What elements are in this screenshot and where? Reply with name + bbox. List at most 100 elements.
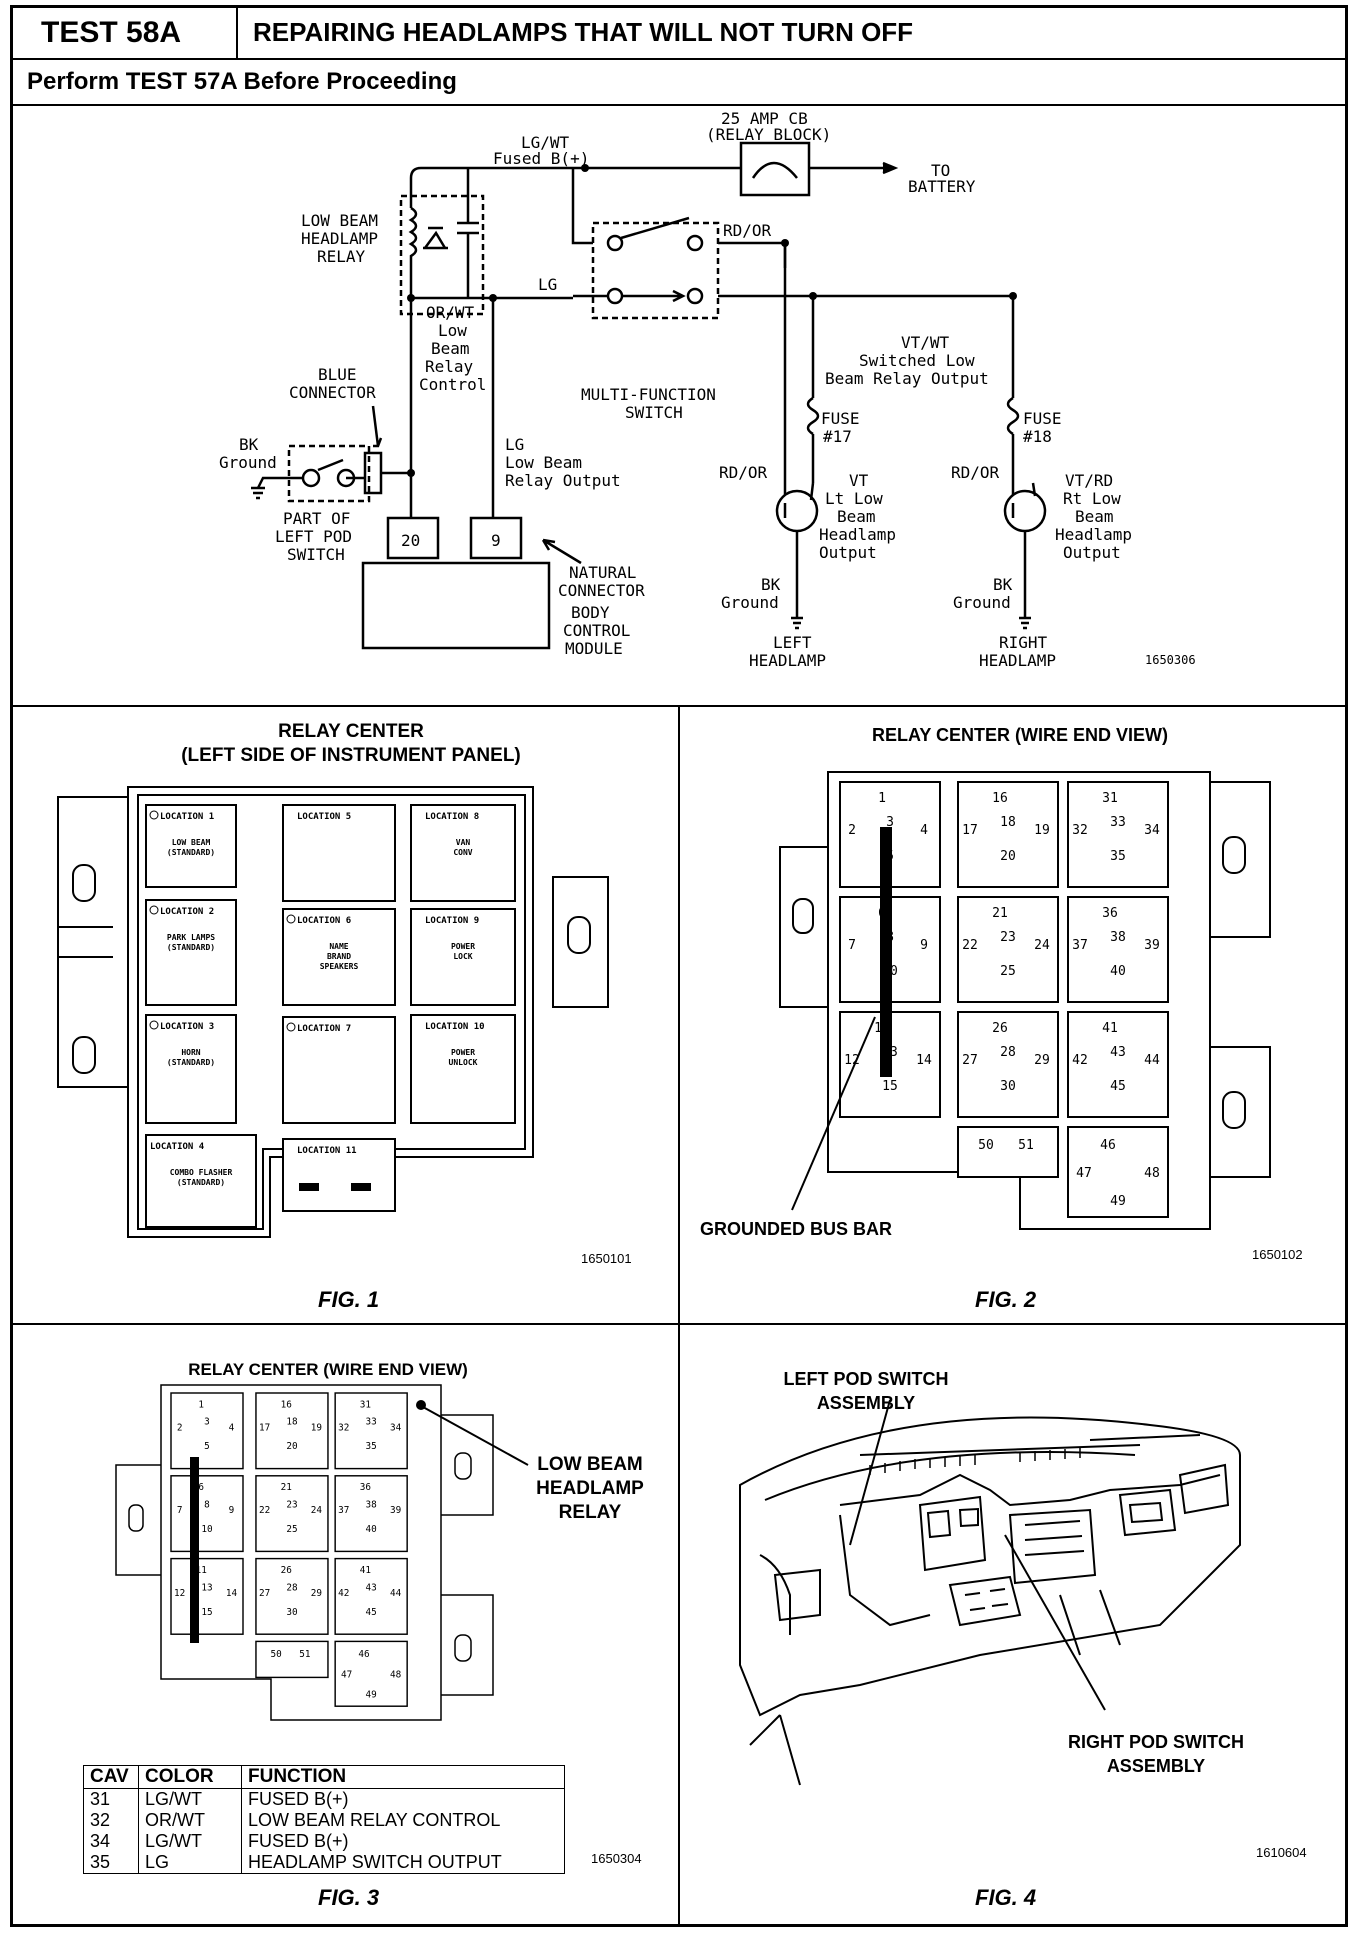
rt-output-5: Output (1063, 543, 1121, 562)
bk-ground-lh-2: Ground (721, 593, 779, 612)
fig3-pin-label: 21 (281, 1482, 292, 1493)
cb-label-2: (RELAY BLOCK) (706, 125, 831, 144)
lt-output-2: Lt Low (825, 489, 883, 508)
fig3-pin-label: 45 (366, 1607, 377, 1618)
fig2-label: FIG. 2 (975, 1287, 1037, 1312)
fig1-location-name: HORN (181, 1048, 200, 1057)
cavity-cell-cav: 32 (83, 1810, 139, 1831)
fig2-pin-label: 44 (1144, 1053, 1160, 1068)
fig2-relay-cell (1067, 1011, 1169, 1118)
fig3-pin-label: 38 (366, 1499, 378, 1510)
cavity-table-header: CAV COLOR FUNCTION (83, 1765, 565, 1789)
fig3-pin-label: 9 (229, 1505, 235, 1516)
cb-label-1: 25 AMP CB (721, 109, 808, 128)
fig3-pin-label: 15 (201, 1607, 212, 1618)
fig2-pin-label: 17 (962, 823, 978, 838)
fig4-label: FIG. 4 (975, 1885, 1037, 1910)
fig2-relay-cell (1067, 781, 1169, 888)
cavity-cell-color: LG/WT (138, 1831, 242, 1852)
fig1-ref: 1650101 (581, 1251, 632, 1266)
fig1-location-name: COMBO FLASHER (170, 1168, 233, 1177)
fig2-pin-label: 43 (1110, 1045, 1126, 1060)
fig3-pin-label: 29 (311, 1588, 322, 1599)
cavity-cell-color: OR/WT (138, 1810, 242, 1831)
relay-label-3: RELAY (317, 247, 366, 266)
fig1-panel: RELAY CENTER (LEFT SIDE OF INSTRUMENT PA… (13, 707, 678, 1323)
fig2-pin-label: 26 (992, 1021, 1008, 1036)
fig3-pin-label: 20 (286, 1441, 298, 1452)
fuse17-1: FUSE (821, 409, 860, 428)
fig3-pin-label: 26 (281, 1565, 293, 1576)
mfs-label-2: SWITCH (625, 403, 683, 422)
fig1-title-1: RELAY CENTER (278, 721, 424, 742)
fig1-slot (351, 1183, 371, 1191)
blue-connector-2: CONNECTOR (289, 383, 376, 402)
fig1-location-box (145, 1014, 237, 1124)
fig3-label: FIG. 3 (318, 1885, 380, 1910)
fig2-pin-label: 48 (1144, 1166, 1160, 1181)
fig3-pin-label: 50 (270, 1649, 282, 1660)
fig2-pin-label: 9 (920, 938, 928, 953)
fig2-relay-cell (1067, 896, 1169, 1003)
fig2-pin-label: 16 (992, 791, 1008, 806)
fig3-pin-label: 22 (259, 1505, 270, 1516)
fig1-location-name: POWER (451, 942, 475, 951)
fig1-location-label: LOCATION 8 (425, 812, 479, 822)
fig2-pin-label: 7 (848, 938, 856, 953)
fig2-pin-label: 42 (1072, 1053, 1088, 1068)
fig1-location-label: LOCATION 4 (150, 1142, 205, 1152)
fig3-callout-3: RELAY (558, 1502, 622, 1523)
fig1-location-name: (STANDARD) (167, 943, 215, 952)
fig3-pin-label: 34 (390, 1422, 402, 1433)
cavity-cell-function: FUSED B(+) (241, 1831, 565, 1852)
bcm-2: CONTROL (563, 621, 630, 640)
fig3-pin-label: 18 (286, 1417, 298, 1428)
fig1-location-name: (STANDARD) (167, 848, 215, 857)
fig2-relay-center: RELAY CENTER (WIRE END VIEW) 12345161718… (779, 725, 1271, 1230)
fig3-pin-label: 51 (299, 1649, 310, 1660)
fig3-relay-cell (334, 1640, 408, 1707)
th-cav: CAV (83, 1765, 139, 1789)
fig1-location-box (145, 1134, 257, 1228)
fig2-pin-label: 30 (1000, 1079, 1016, 1094)
lg-output-1: LG (505, 435, 524, 454)
fig2-title: RELAY CENTER (WIRE END VIEW) (872, 725, 1168, 745)
natural-connector-1: NATURAL (569, 563, 636, 582)
fig1-location-box (282, 1016, 396, 1124)
fig2-pin-label: 35 (1110, 849, 1126, 864)
lt-output-5: Output (819, 543, 877, 562)
fig3-pin-label: 41 (360, 1565, 371, 1576)
fig1-relay-center: RELAY CENTER (LEFT SIDE OF INSTRUMENT PA… (57, 721, 609, 1238)
fuse18-2: #18 (1023, 427, 1052, 446)
fig2-pin-label: 27 (962, 1053, 978, 1068)
fig2-pin-label: 28 (1000, 1045, 1016, 1060)
fig4-left-label-1: LEFT POD SWITCH (783, 1369, 949, 1389)
fig2-pin-label: 45 (1110, 1079, 1126, 1094)
fig1-location-label: LOCATION 10 (425, 1022, 485, 1032)
fig3-callout: LOW BEAM HEADLAMP RELAY (525, 1453, 655, 1525)
to-battery-2: BATTERY (908, 177, 976, 196)
fig2-pin-label: 3 (886, 815, 894, 830)
right-headlamp-2: HEADLAMP (979, 651, 1056, 670)
fig1-label: FIG. 1 (318, 1287, 380, 1312)
fig2-pin-label: 41 (1102, 1021, 1118, 1036)
rdor-right: RD/OR (951, 463, 1000, 482)
orwt-label-4: Relay (425, 357, 474, 376)
fig3-pin-label: 27 (259, 1588, 270, 1599)
lt-output-4: Headlamp (819, 525, 896, 544)
fig1-location-name: VAN (456, 838, 471, 847)
fig3-pin-label: 5 (204, 1441, 210, 1452)
fig2-pin-label: 40 (1110, 964, 1126, 979)
test-title: REPAIRING HEADLAMPS THAT WILL NOT TURN O… (253, 17, 914, 47)
fig1-location-box (145, 804, 237, 888)
fig3-pin-label: 7 (177, 1505, 183, 1516)
fig3-title: RELAY CENTER (WIRE END VIEW) (188, 1360, 468, 1379)
fig1-slot (299, 1183, 319, 1191)
fig2-pin-label: 36 (1102, 906, 1118, 921)
fig3-pin-label: 17 (259, 1422, 270, 1433)
